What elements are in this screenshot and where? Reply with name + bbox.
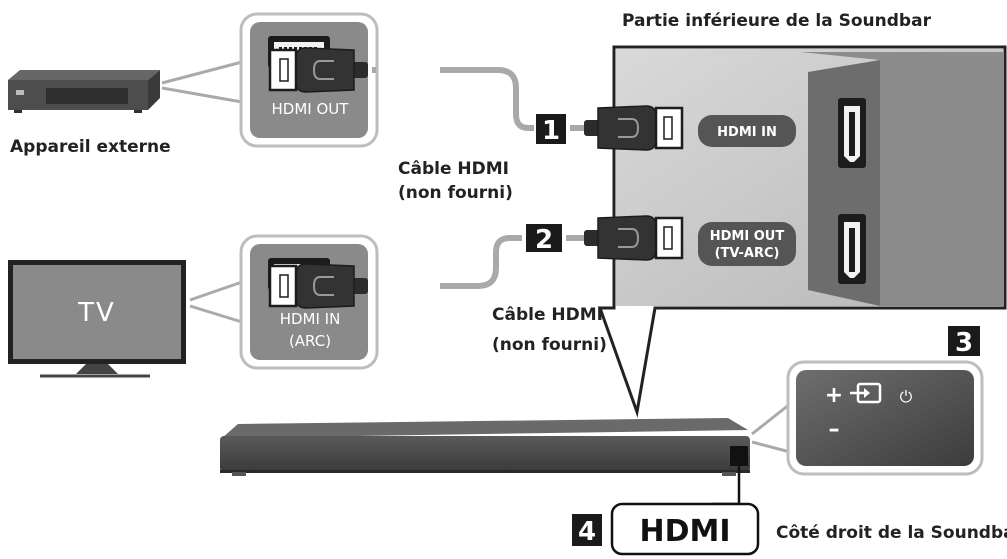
cable-2-label: Câble HDMI bbox=[492, 305, 603, 325]
tv-callout-lines bbox=[189, 280, 243, 324]
step-3-badge: 3 bbox=[948, 326, 980, 358]
svg-text:3: 3 bbox=[955, 328, 973, 358]
hdmi-cable-1 bbox=[372, 67, 586, 131]
soundbar-hdmi-out-port-icon bbox=[838, 214, 866, 284]
soundbar bbox=[220, 418, 750, 476]
svg-text:4: 4 bbox=[578, 517, 596, 547]
svg-text:(TV-ARC): (TV-ARC) bbox=[715, 246, 780, 261]
right-side-label: Côté droit de la Soundbar bbox=[776, 523, 1007, 543]
hdmi-callout-box: HDMI bbox=[610, 502, 760, 556]
device-callout-lines bbox=[161, 60, 243, 104]
soundbar-bottom-title: Partie inférieure de la Soundbar bbox=[622, 11, 932, 31]
volume-up-icon: + bbox=[825, 383, 843, 408]
external-device-label: Appareil externe bbox=[10, 137, 171, 157]
power-icon: ⏻ bbox=[900, 387, 913, 406]
step-1-badge: 1 bbox=[536, 114, 566, 146]
side-callout-lines bbox=[751, 402, 791, 454]
cable-2-plug-soundbar-icon bbox=[582, 214, 684, 262]
cable-2-note: (non fourni) bbox=[492, 335, 607, 355]
soundbar-hdmi-in-port-icon bbox=[838, 98, 866, 168]
soundbar-side-panel: + – ⏻ bbox=[786, 360, 984, 476]
cable-1-note: (non fourni) bbox=[398, 183, 513, 203]
soundbar-hdmi-port-icon bbox=[730, 446, 748, 466]
svg-text:HDMI OUT: HDMI OUT bbox=[272, 100, 350, 118]
cable-2-plug-tv-icon bbox=[268, 262, 370, 310]
step-4-badge: 4 bbox=[572, 514, 602, 547]
svg-text:HDMI: HDMI bbox=[639, 514, 730, 549]
external-device bbox=[8, 70, 160, 113]
soundbar-hdmi-in-label: HDMI IN bbox=[698, 115, 796, 147]
svg-text:(ARC): (ARC) bbox=[289, 332, 331, 350]
svg-text:HDMI IN: HDMI IN bbox=[717, 125, 777, 140]
cable-1-plug-soundbar-icon bbox=[582, 104, 684, 152]
cable-1-plug-device-icon bbox=[268, 46, 370, 94]
hdmi-cable-2 bbox=[440, 235, 586, 289]
tv-label: TV bbox=[77, 298, 116, 328]
soundbar-hdmi-out-label: HDMI OUT (TV-ARC) bbox=[698, 222, 796, 266]
svg-text:2: 2 bbox=[535, 225, 553, 255]
svg-text:HDMI IN: HDMI IN bbox=[280, 310, 341, 328]
cable-1-label: Câble HDMI bbox=[398, 159, 509, 179]
svg-text:1: 1 bbox=[542, 116, 560, 146]
step-2-badge: 2 bbox=[526, 224, 562, 255]
tv: TV bbox=[8, 260, 186, 378]
volume-down-icon: – bbox=[829, 417, 840, 442]
source-icon bbox=[850, 382, 882, 404]
svg-text:HDMI OUT: HDMI OUT bbox=[710, 229, 785, 244]
